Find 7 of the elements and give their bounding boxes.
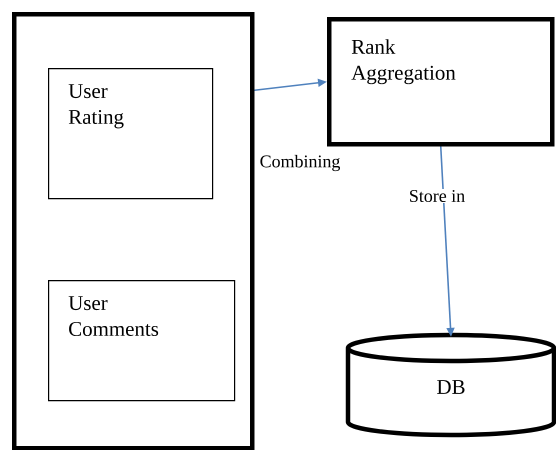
edge-label: Combining bbox=[258, 154, 342, 172]
process-box: User Comments bbox=[48, 280, 236, 402]
panel-box bbox=[12, 12, 254, 450]
process-box: Rank Aggregation bbox=[327, 17, 554, 146]
database-cylinder: DB bbox=[346, 332, 556, 438]
edge-label: Store in bbox=[408, 188, 466, 204]
process-box: User Rating bbox=[48, 68, 214, 200]
